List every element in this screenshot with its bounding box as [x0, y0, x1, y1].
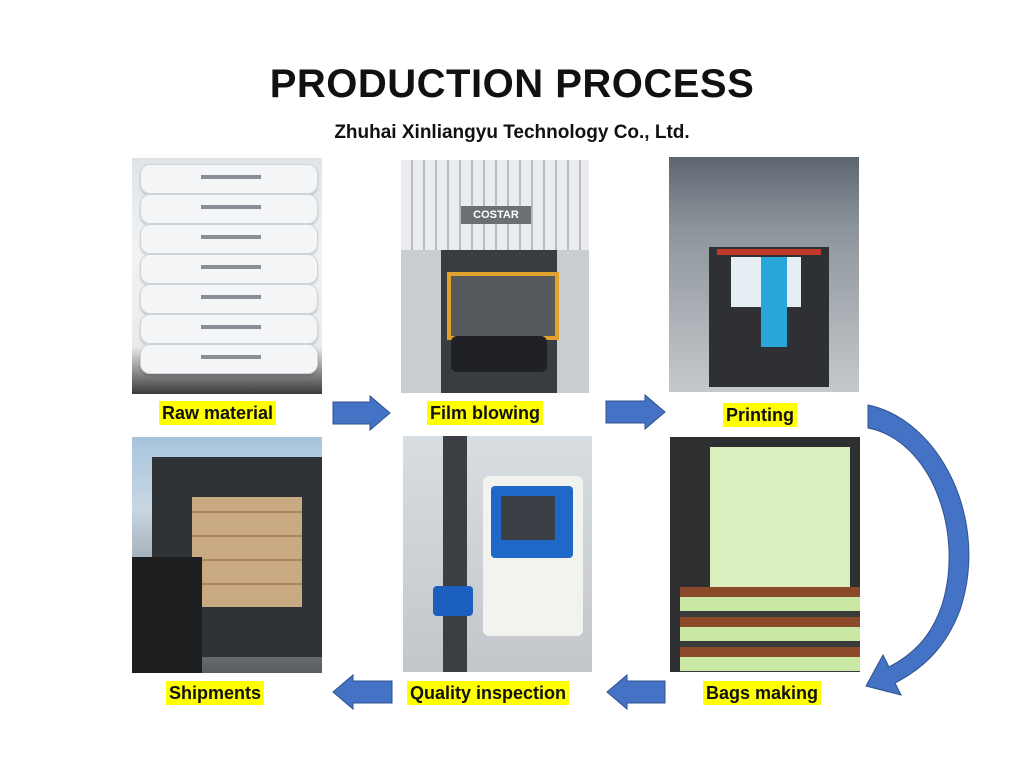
arrow-left-2 — [332, 673, 393, 711]
arrow-right-2 — [605, 393, 666, 431]
arrow-left-1 — [606, 673, 666, 711]
raw-material-photo — [132, 158, 322, 394]
company-subtitle: Zhuhai Xinliangyu Technology Co., Ltd. — [334, 122, 690, 143]
quality-inspection-photo — [403, 436, 592, 672]
shipments-photo — [132, 437, 322, 673]
step-label-shipments: Shipments — [166, 681, 265, 705]
step-label-film-blowing: Film blowing — [427, 401, 543, 425]
step-label-quality-inspection: Quality inspection — [407, 681, 570, 705]
film-blowing-photo: COSTAR — [401, 160, 589, 393]
curved-arrow — [865, 404, 970, 696]
costar-brand-plate: COSTAR — [461, 206, 531, 224]
step-label-printing: Printing — [723, 403, 797, 427]
bags-making-photo — [670, 437, 860, 672]
step-label-raw-material: Raw material — [159, 401, 277, 425]
page-title: PRODUCTION PROCESS — [269, 62, 755, 106]
printing-photo — [669, 157, 859, 392]
step-label-bags-making: Bags making — [703, 681, 822, 705]
arrow-right-1 — [332, 394, 391, 432]
